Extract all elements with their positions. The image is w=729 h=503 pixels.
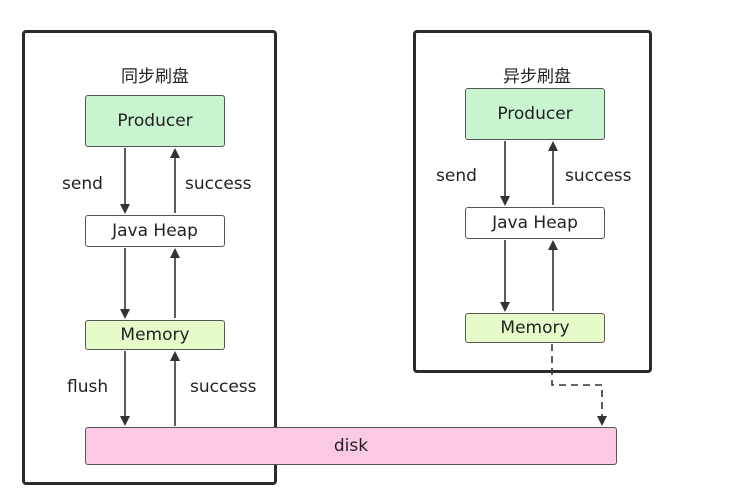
async-send-label: send (436, 166, 477, 186)
sync-producer-label: Producer (117, 111, 193, 131)
sync-send-label: send (62, 174, 103, 194)
async-producer-box: Producer (465, 88, 605, 140)
disk-label: disk (333, 436, 369, 456)
async-success-top-label: success (565, 166, 632, 186)
sync-heap-label: Java Heap (112, 221, 198, 241)
sync-flush-label: flush (67, 377, 109, 397)
async-flush-dashed-arrow (551, 344, 607, 426)
disk-box: disk (85, 427, 617, 465)
async-memory-label: Memory (500, 318, 570, 338)
async-title: 异步刷盘 (503, 67, 571, 87)
sync-success-bottom-label: success (190, 377, 257, 397)
sync-heap-box: Java Heap (85, 215, 225, 247)
sync-memory-box: Memory (85, 320, 225, 350)
sync-success-top-label: success (185, 174, 252, 194)
sync-producer-box: Producer (85, 95, 225, 147)
sync-memory-label: Memory (120, 325, 190, 345)
sync-title: 同步刷盘 (121, 67, 189, 87)
async-heap-label: Java Heap (492, 213, 578, 233)
async-memory-box: Memory (465, 313, 605, 343)
async-heap-box: Java Heap (465, 207, 605, 239)
async-producer-label: Producer (497, 104, 573, 124)
